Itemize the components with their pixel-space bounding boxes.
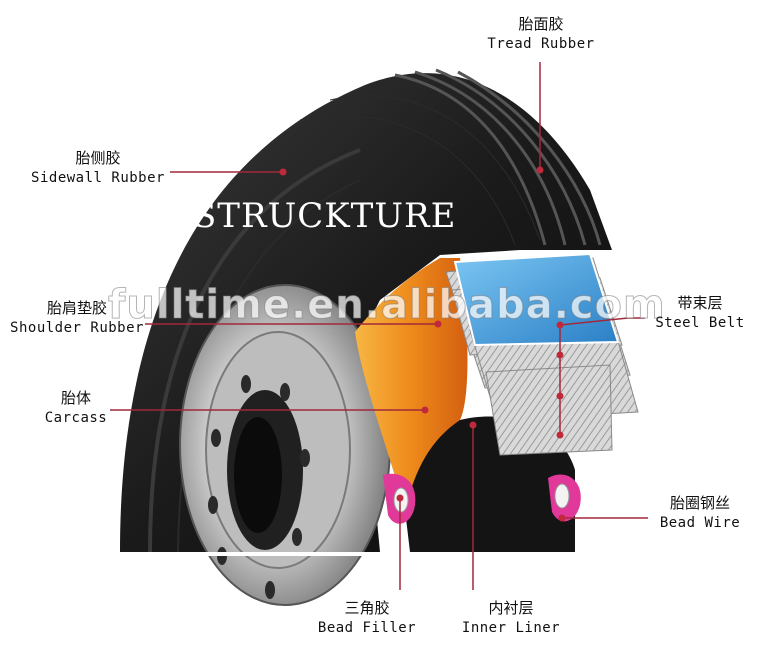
label-carcass: 胎体 Carcass (36, 388, 116, 428)
label-bead-wire-cn: 胎圈钢丝 (669, 494, 730, 512)
label-shoulder-rubber-cn: 胎肩垫胶 (46, 299, 107, 317)
label-inner-liner-en: Inner Liner (461, 620, 561, 636)
label-sidewall-rubber: 胎侧胶 Sidewall Rubber (26, 148, 170, 188)
tire-cross-section (355, 252, 639, 552)
label-steel-belt: 带束层 Steel Belt (648, 293, 752, 333)
label-inner-liner-cn: 内衬层 (488, 599, 534, 617)
label-bead-filler-cn: 三角胶 (344, 599, 390, 617)
label-carcass-en: Carcass (44, 410, 108, 426)
label-bead-filler: 三角胶 Bead Filler (312, 598, 422, 638)
leader-lines (110, 62, 648, 590)
label-sidewall-rubber-cn: 胎侧胶 (75, 149, 121, 167)
label-tread-rubber: 胎面胶 Tread Rubber (486, 14, 596, 54)
label-sidewall-rubber-en: Sidewall Rubber (31, 170, 165, 186)
label-steel-belt-en: Steel Belt (655, 315, 745, 331)
label-inner-liner: 内衬层 Inner Liner (456, 598, 566, 638)
label-shoulder-rubber-en: Shoulder Rubber (10, 320, 144, 336)
label-tread-rubber-cn: 胎面胶 (518, 15, 564, 33)
wheel-rim (120, 284, 391, 606)
watermark-text: fulltime.en.alibaba.com (108, 282, 666, 329)
lug-holes (208, 375, 310, 599)
label-bead-wire: 胎圈钢丝 Bead Wire (650, 493, 750, 533)
label-bead-wire-en: Bead Wire (659, 515, 741, 531)
leader-dots (279, 166, 566, 522)
label-tread-rubber-en: Tread Rubber (487, 36, 595, 52)
tread-grooves (394, 68, 602, 246)
structure-title-overlay: STRUCKTURE (193, 196, 457, 236)
label-steel-belt-cn: 带束层 (677, 294, 723, 312)
label-bead-filler-en: Bead Filler (317, 620, 417, 636)
label-shoulder-rubber: 胎肩垫胶 Shoulder Rubber (4, 298, 150, 338)
label-carcass-cn: 胎体 (60, 389, 91, 407)
leader-steel-belt (559, 317, 645, 435)
